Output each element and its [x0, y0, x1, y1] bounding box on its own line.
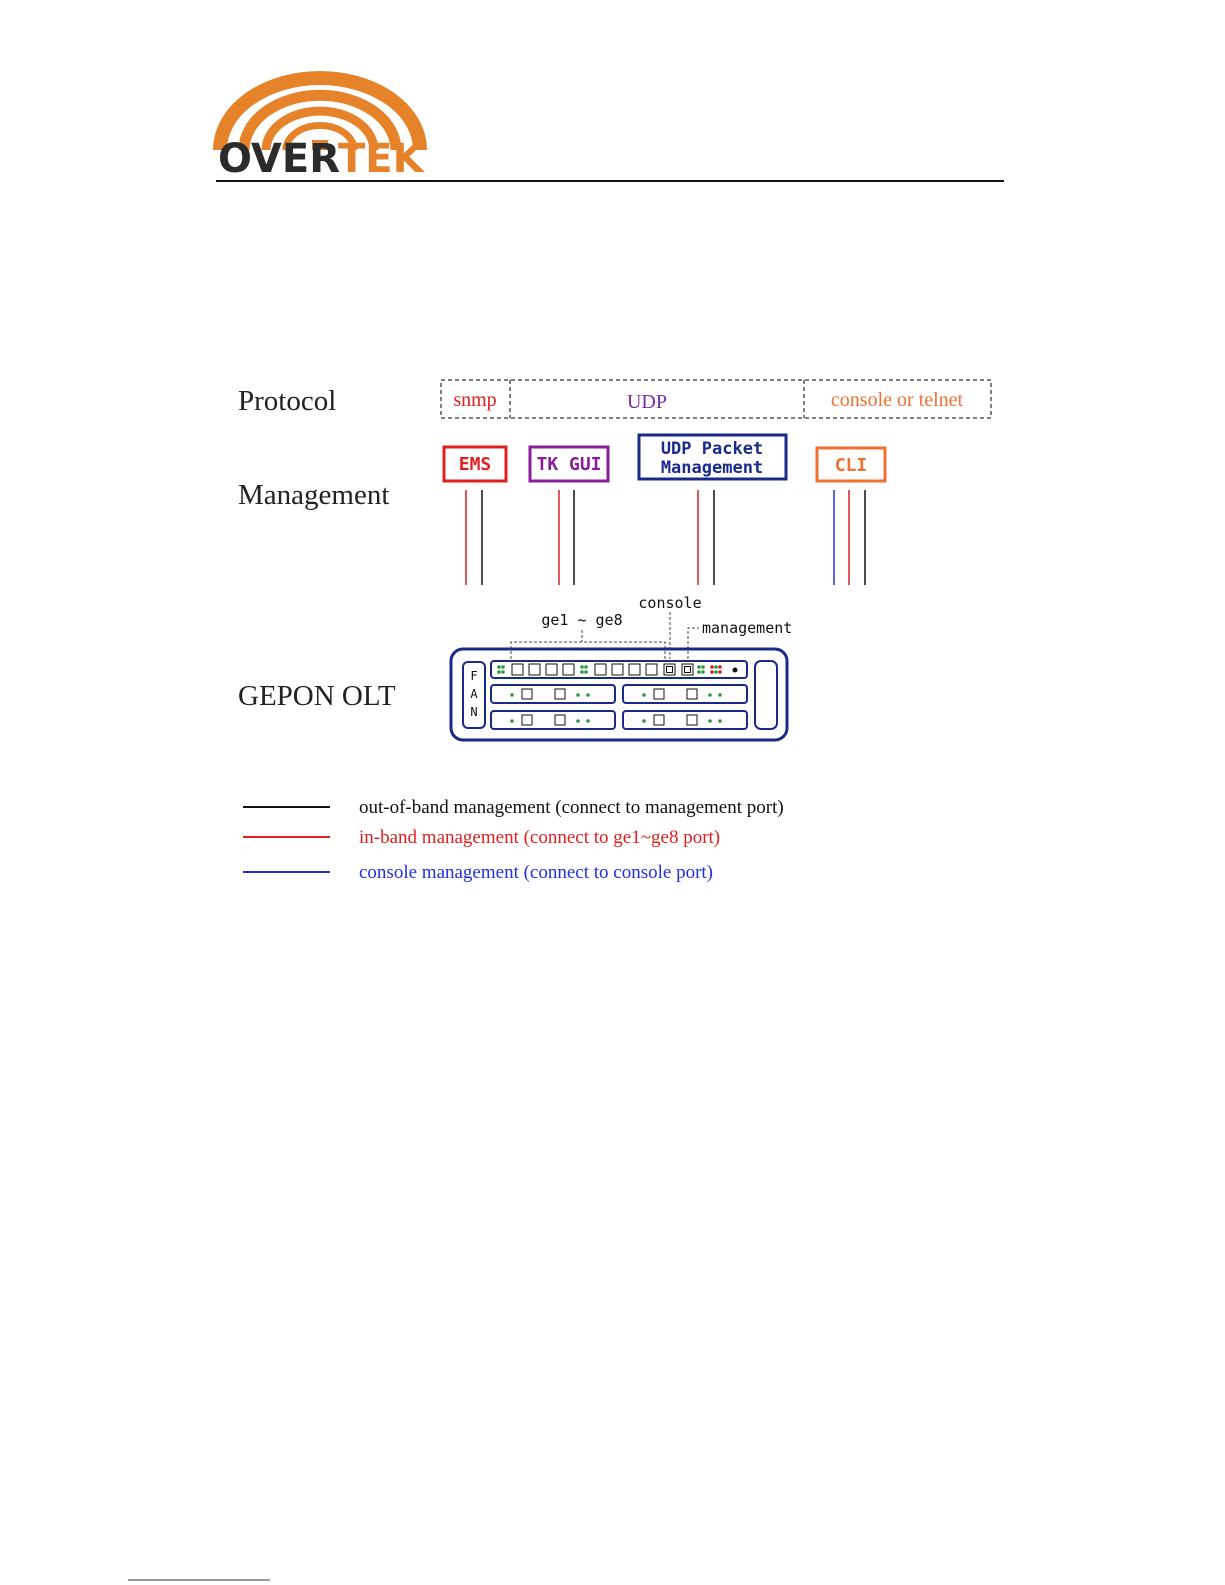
management-port-label: management [702, 619, 792, 637]
pon-led [576, 719, 580, 723]
pon-port [522, 715, 532, 725]
pon-led [510, 719, 514, 723]
status-led [697, 665, 701, 669]
ge-port [646, 664, 657, 675]
ge-port [629, 664, 640, 675]
pon-led [708, 693, 712, 697]
row-label-protocol: Protocol [238, 385, 336, 417]
line-card-2 [623, 685, 747, 703]
gepon-olt-device: F A N [451, 649, 787, 740]
alarm-led [718, 665, 722, 669]
fan-letter-f: F [470, 669, 477, 683]
alarm-led [710, 670, 714, 674]
fan-letter-a: A [470, 687, 478, 701]
row-label-management: Management [238, 479, 389, 511]
alarm-led [718, 670, 722, 674]
power-module [755, 661, 777, 729]
row-label-gepon-olt: GEPON OLT [238, 680, 396, 712]
ge-port [546, 664, 557, 675]
pon-port [687, 715, 697, 725]
protocol-bar: snmp UDP console or telnet [441, 380, 991, 418]
pon-port [654, 715, 664, 725]
legend: out-of-band management (connect to manag… [243, 797, 784, 883]
protocol-snmp: snmp [453, 389, 496, 411]
protocol-console-telnet: console or telnet [831, 389, 964, 411]
console-port-label: console [638, 594, 701, 612]
ge-port [612, 664, 623, 675]
ems-label: EMS [459, 454, 492, 475]
cli-label: CLI [835, 455, 868, 476]
main-board-ports [497, 664, 737, 675]
connection-lines [466, 490, 865, 585]
status-led [501, 670, 505, 674]
management-port-leader [688, 628, 699, 659]
status-led [501, 665, 505, 669]
console-port [664, 664, 675, 675]
pon-led [642, 719, 646, 723]
ge-port [595, 664, 606, 675]
status-led [697, 670, 701, 674]
status-led [580, 665, 584, 669]
legend-label-in-band: in-band management (connect to ge1~ge8 p… [359, 827, 720, 848]
tk-gui-label: TK GUI [536, 454, 601, 475]
management-port-inner [685, 667, 691, 673]
line-card-4 [623, 711, 747, 729]
udp-packet-label: UDP Packet [661, 439, 763, 459]
status-led [497, 670, 501, 674]
pon-led [510, 693, 514, 697]
reset-button [733, 668, 738, 673]
status-led [580, 670, 584, 674]
pon-port [522, 689, 532, 699]
pon-led [718, 719, 722, 723]
legend-label-out-of-band: out-of-band management (connect to manag… [359, 797, 784, 818]
ge-ports-label: ge1 ~ ge8 [541, 611, 622, 629]
logo-text-over: OVER [218, 136, 340, 182]
status-led [584, 665, 588, 669]
pon-led [586, 719, 590, 723]
legend-label-console: console management (connect to console p… [359, 862, 713, 883]
pon-led [576, 693, 580, 697]
line-card-3 [491, 711, 615, 729]
pon-port [687, 689, 697, 699]
management-boxes: EMS TK GUI UDP Packet Management CLI [444, 435, 885, 481]
fan-letter-n: N [470, 705, 477, 719]
pon-port [654, 689, 664, 699]
pon-led [708, 719, 712, 723]
status-led [714, 665, 718, 669]
pon-led [718, 693, 722, 697]
status-led [584, 670, 588, 674]
console-port-inner [667, 667, 673, 673]
status-led [701, 665, 705, 669]
status-led [497, 665, 501, 669]
line-card-1 [491, 685, 615, 703]
pon-port [555, 715, 565, 725]
alarm-led [710, 665, 714, 669]
protocol-udp: UDP [627, 391, 667, 413]
logo-text-tek: TEK [338, 136, 426, 182]
ge-port [563, 664, 574, 675]
overtek-logo: OVER TEK [218, 78, 426, 182]
status-led [714, 670, 718, 674]
udp-management-label: Management [661, 458, 763, 478]
pon-led [642, 693, 646, 697]
olt-chassis [451, 649, 787, 740]
ge-port [512, 664, 523, 675]
management-port [682, 664, 693, 675]
status-led [701, 670, 705, 674]
pon-led [586, 693, 590, 697]
ge-port [529, 664, 540, 675]
pon-port [555, 689, 565, 699]
